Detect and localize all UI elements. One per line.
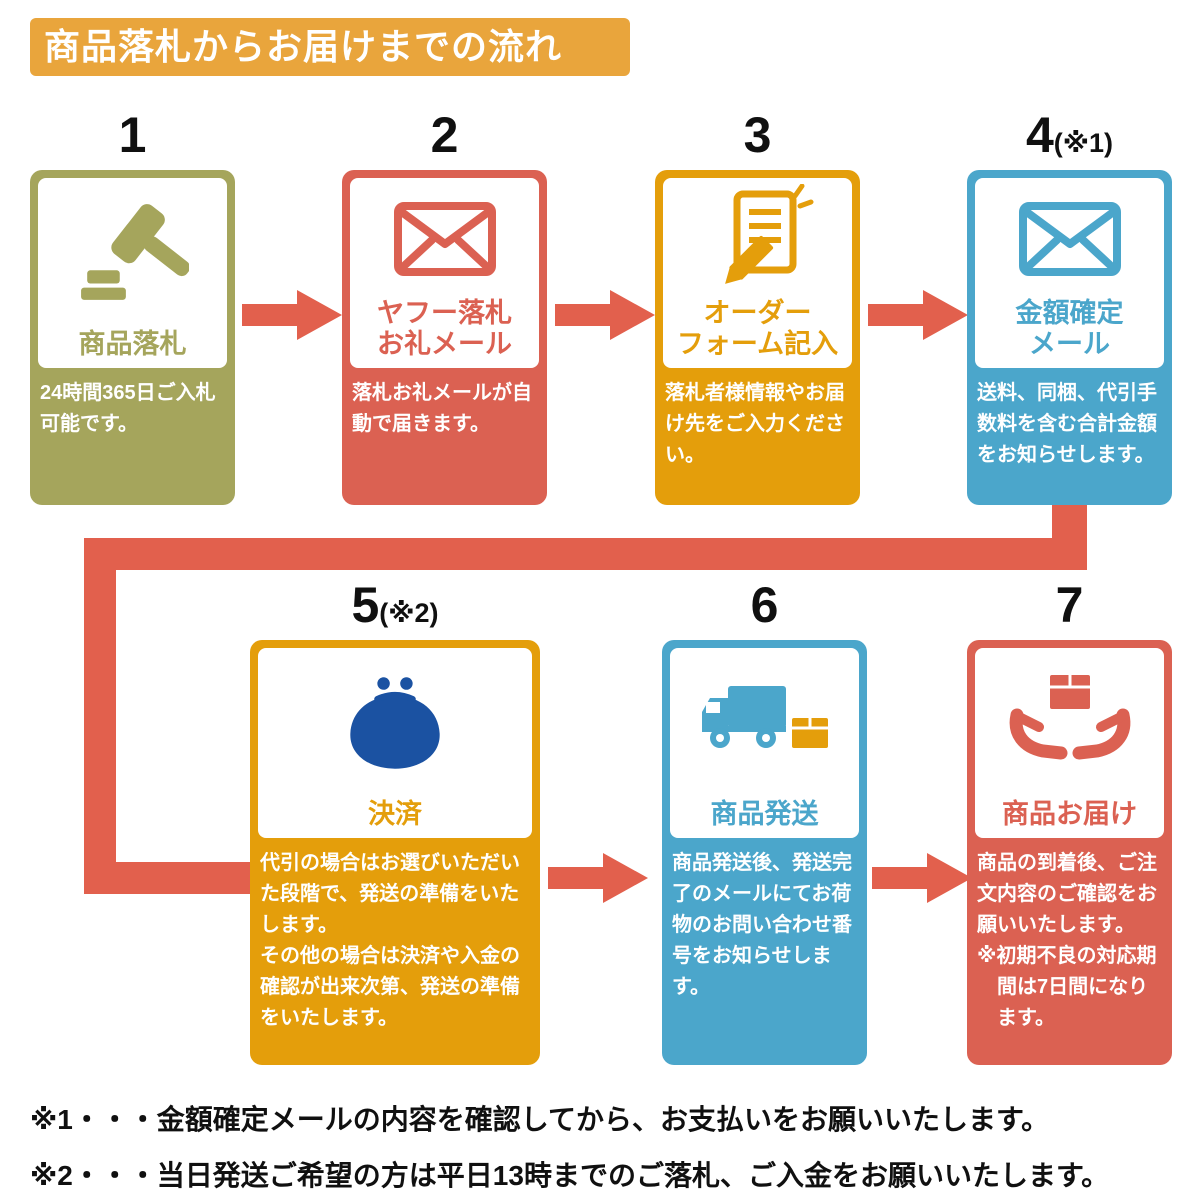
delivery-truck-icon <box>670 648 859 799</box>
step-number-7: 7 <box>1055 577 1084 633</box>
step-description: 商品発送後、発送完了のメールにてお荷物のお問い合わせ番号をお知らせします。 <box>672 852 852 998</box>
footnote-2: ※2・・・当日発送ご希望の方は平日13時までのご落札、ご入金をお願いいたします。 <box>30 1160 1110 1191</box>
step-card-3: オーダーフォーム記入 落札者様情報やお届け先をご入力ください。 <box>655 170 860 505</box>
flow-connector-segment <box>84 538 1087 570</box>
mail-icon <box>350 178 539 298</box>
purse-icon <box>258 648 532 799</box>
step-title: 商品落札 <box>78 328 187 359</box>
flow-arrow <box>872 853 972 903</box>
step-title: 商品発送 <box>710 798 819 829</box>
step-number-3: 3 <box>743 107 772 163</box>
step-number-2: 2 <box>430 107 459 163</box>
step-title: オーダーフォーム記入 <box>676 297 839 359</box>
step-number-4: 4(※1) <box>1025 107 1114 163</box>
step-title: ヤフー落札お礼メール <box>377 297 512 359</box>
step-title: 金額確定メール <box>1015 297 1124 359</box>
title-banner: 商品落札からお届けまでの流れ <box>30 18 630 76</box>
step-description: 代引の場合はお選びいただいた段階で、発送の準備をいたします。その他の場合は決済や… <box>260 852 520 1029</box>
step-description: 送料、同梱、代引手数料を含む合計金額をお知らせします。 <box>977 382 1157 466</box>
step-card-1: 商品落札 24時間365日ご入札可能です。 <box>30 170 235 505</box>
flow-arrow <box>242 290 342 340</box>
step-number-1: 1 <box>118 107 147 163</box>
hands-package-icon <box>975 648 1164 799</box>
flow-connector-segment <box>84 862 260 894</box>
step-description: 商品の到着後、ご注文内容のご確認をお願いいたします。※初期不良の対応期間は7日間… <box>977 852 1157 1029</box>
footnote-1: ※1・・・金額確定メールの内容を確認してから、お支払いをお願いいたします。 <box>30 1104 1050 1135</box>
step-description: 落札者様情報やお届け先をご入力ください。 <box>665 382 845 466</box>
flow-arrow <box>868 290 968 340</box>
step-number-5: 5(※2) <box>351 577 439 633</box>
step-description: 落札お礼メールが自動で届きます。 <box>352 382 532 435</box>
step-description: 24時間365日ご入札可能です。 <box>40 382 216 435</box>
step-card-4: 金額確定メール 送料、同梱、代引手数料を含む合計金額をお知らせします。 <box>967 170 1172 505</box>
step-card-7: 商品お届け 商品の到着後、ご注文内容のご確認をお願いいたします。※初期不良の対応… <box>967 640 1172 1065</box>
flow-arrow <box>548 853 648 903</box>
order-form-icon <box>663 178 852 298</box>
step-card-6: 商品発送 商品発送後、発送完了のメールにてお荷物のお問い合わせ番号をお知らせしま… <box>662 640 867 1065</box>
flow-connector-segment <box>84 538 116 894</box>
gavel-icon <box>38 178 227 329</box>
step-number-6: 6 <box>750 577 779 633</box>
mail-icon <box>975 178 1164 298</box>
flow-arrow <box>555 290 655 340</box>
step-card-2: ヤフー落札お礼メール 落札お礼メールが自動で届きます。 <box>342 170 547 505</box>
step-title: 決済 <box>368 798 422 829</box>
step-card-5: 決済 代引の場合はお選びいただいた段階で、発送の準備をいたします。その他の場合は… <box>250 640 540 1065</box>
step-title: 商品お届け <box>1002 798 1137 829</box>
